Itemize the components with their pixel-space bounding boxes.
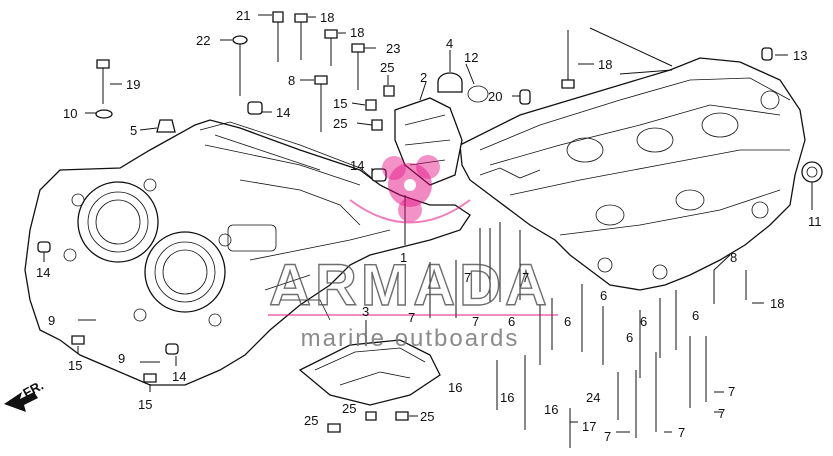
callout-10: 10 xyxy=(63,106,77,121)
callout-25: 25 xyxy=(333,116,347,131)
callout-15: 15 xyxy=(68,358,82,373)
callout-18: 18 xyxy=(598,57,612,72)
callout-7: 7 xyxy=(678,425,685,440)
callout-3: 3 xyxy=(362,304,369,319)
callout-24: 24 xyxy=(586,390,600,405)
breather-cover xyxy=(394,97,463,186)
callout-12: 12 xyxy=(464,50,478,65)
callout-18: 18 xyxy=(350,25,364,40)
callout-7: 7 xyxy=(472,314,479,329)
callout-25: 25 xyxy=(380,60,394,75)
callout-7: 7 xyxy=(522,270,529,285)
callout-9: 9 xyxy=(118,351,125,366)
callout-8: 8 xyxy=(288,73,295,88)
callout-14: 14 xyxy=(350,158,364,173)
callout-7: 7 xyxy=(604,429,611,444)
upper-bolts xyxy=(37,11,823,355)
callout-7: 7 xyxy=(464,270,471,285)
callout-6: 6 xyxy=(640,314,647,329)
callout-20: 20 xyxy=(488,89,502,104)
callout-14: 14 xyxy=(276,105,290,120)
front-direction-arrow: FR. xyxy=(4,378,46,412)
callout-8: 8 xyxy=(730,250,737,265)
callout-numbers: 21 18 22 18 23 4 12 18 13 19 8 25 2 20 1… xyxy=(36,8,822,444)
upper-crankcase xyxy=(24,119,471,386)
callout-25: 25 xyxy=(304,413,318,428)
lower-crankcase xyxy=(459,57,806,291)
callout-6: 6 xyxy=(508,314,515,329)
callout-14: 14 xyxy=(36,265,50,280)
callout-7: 7 xyxy=(718,406,725,421)
watermark-tagline: marine outboards xyxy=(301,325,520,352)
callout-6: 6 xyxy=(626,330,633,345)
oil-pan xyxy=(298,339,441,406)
leader-lines xyxy=(43,14,813,433)
callout-18: 18 xyxy=(320,10,334,25)
callout-15: 15 xyxy=(333,96,347,111)
callout-16: 16 xyxy=(544,402,558,417)
callout-6: 6 xyxy=(692,308,699,323)
callout-7: 7 xyxy=(408,310,415,325)
lower-bolts xyxy=(71,222,747,448)
callout-13: 13 xyxy=(793,48,807,63)
callout-18: 18 xyxy=(770,296,784,311)
callout-4: 4 xyxy=(446,36,453,51)
callout-21: 21 xyxy=(236,8,250,23)
callout-22: 22 xyxy=(196,33,210,48)
callout-11: 11 xyxy=(808,214,822,229)
callout-1: 1 xyxy=(400,250,407,265)
callout-9: 9 xyxy=(48,313,55,328)
callout-25: 25 xyxy=(420,409,434,424)
callout-16: 16 xyxy=(448,380,462,395)
callout-14: 14 xyxy=(172,369,186,384)
callout-19: 19 xyxy=(126,77,140,92)
callout-2: 2 xyxy=(420,70,427,85)
callout-5: 5 xyxy=(130,123,137,138)
callout-15: 15 xyxy=(138,397,152,412)
callout-7: 7 xyxy=(728,384,735,399)
callout-6: 6 xyxy=(564,314,571,329)
callout-6: 6 xyxy=(600,288,607,303)
armada-watermark: ARMADA marine outboards xyxy=(268,155,558,352)
callout-17: 17 xyxy=(582,419,596,434)
watermark-brand: ARMADA xyxy=(269,253,551,318)
callout-25: 25 xyxy=(342,401,356,416)
callout-16: 16 xyxy=(500,390,514,405)
oil-filler-cap xyxy=(437,72,489,103)
callout-23: 23 xyxy=(386,41,400,56)
